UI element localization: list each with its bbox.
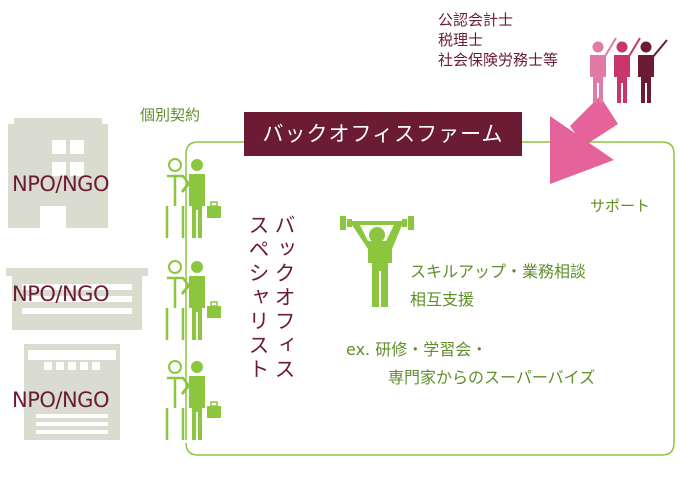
professional-labor-consultant: 社会保険労務士等 bbox=[438, 51, 559, 69]
organization-label: NPO/NGO bbox=[12, 282, 110, 306]
benefit-line-1: スキルアップ・業務相談 bbox=[410, 262, 587, 281]
office-building-1 bbox=[8, 118, 108, 228]
professionals-icon bbox=[590, 37, 668, 103]
example-line-1: ex. 研修・学習会・ bbox=[346, 340, 488, 359]
firm-boundary-frame bbox=[185, 141, 675, 456]
professional-cpa: 公認会計士 bbox=[438, 11, 514, 29]
specialist-handshake-1 bbox=[165, 158, 221, 238]
firm-banner: バックオフィスファーム bbox=[244, 112, 522, 156]
support-label: サポート bbox=[590, 197, 651, 215]
benefit-line-2: 相互支援 bbox=[410, 290, 475, 309]
specialist-handshake-2 bbox=[165, 260, 221, 340]
professional-tax-accountant: 税理士 bbox=[438, 31, 484, 49]
organization-label: NPO/NGO bbox=[12, 172, 110, 196]
office-building-3 bbox=[24, 344, 120, 440]
weightlifter-icon bbox=[340, 216, 414, 307]
specialist-handshake-3 bbox=[165, 360, 221, 440]
specialist-label-line1: バックオフィス bbox=[272, 214, 296, 382]
contract-label: 個別契約 bbox=[140, 106, 201, 124]
support-arrow bbox=[550, 96, 618, 184]
example-line-2: 専門家からのスーパーバイズ bbox=[388, 368, 596, 387]
specialist-label-line2: スペシャリスト bbox=[246, 214, 270, 382]
organization-label: NPO/NGO bbox=[12, 388, 110, 412]
office-building-2 bbox=[6, 268, 148, 330]
